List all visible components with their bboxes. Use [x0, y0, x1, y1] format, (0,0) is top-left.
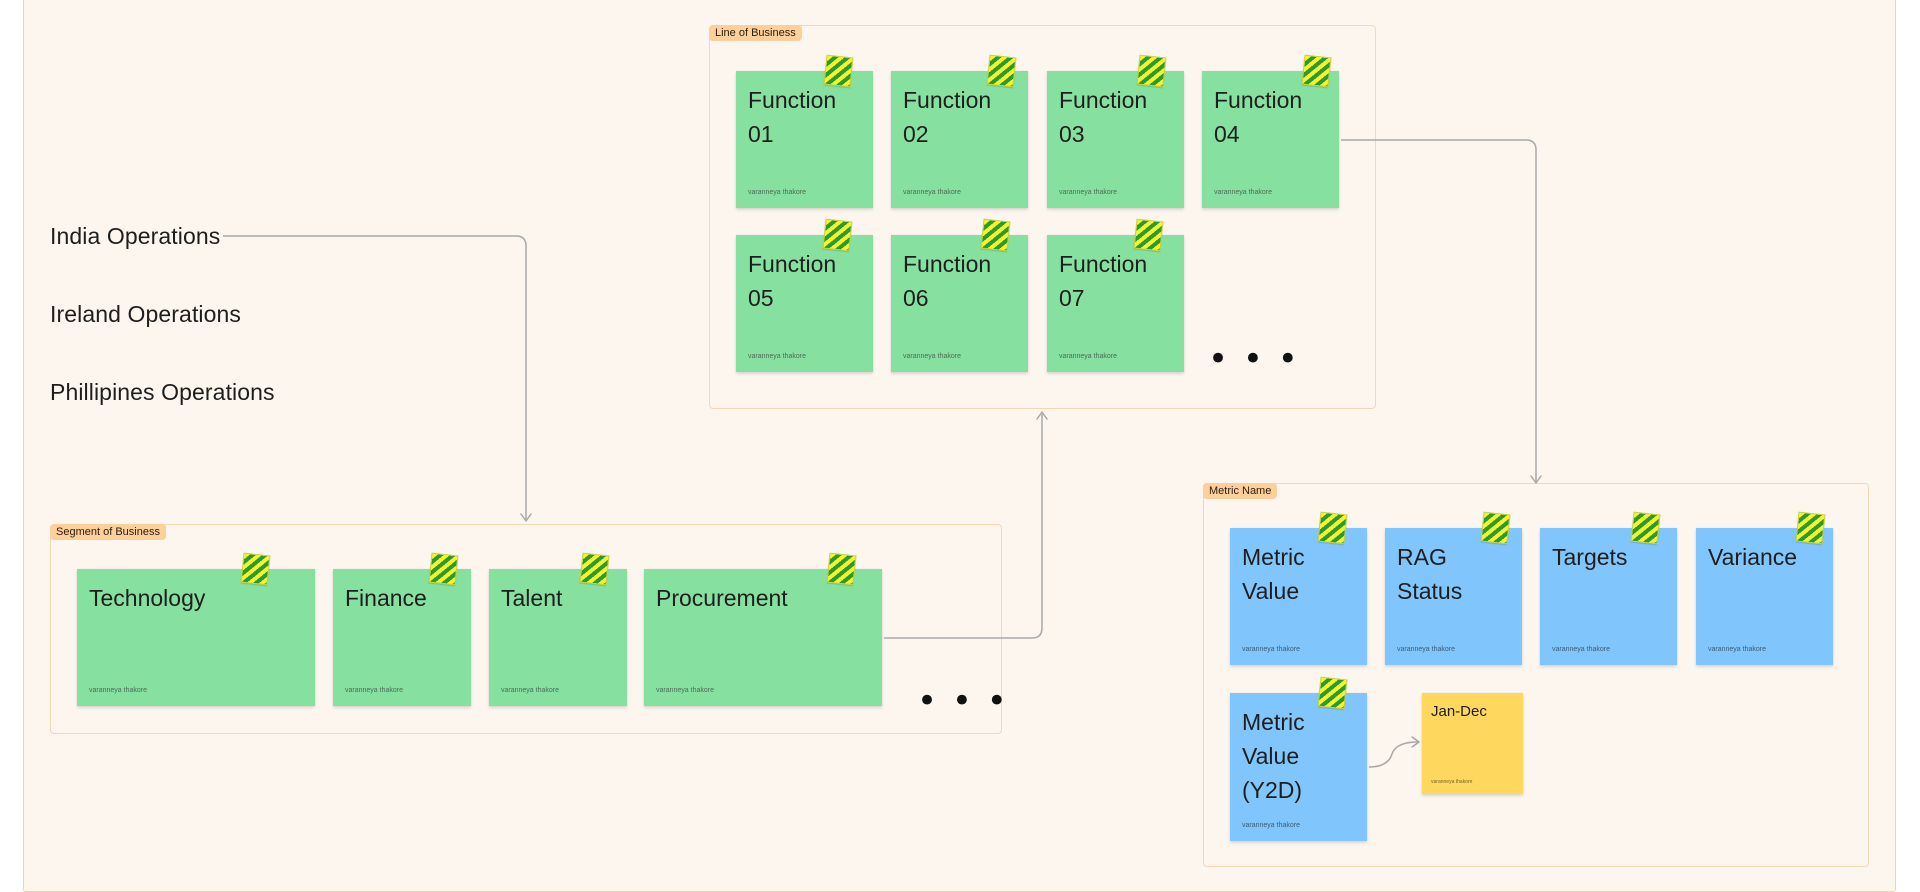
ops-label-phillipines[interactable]: Phillipines Operations: [50, 379, 275, 405]
more-items-ellipsis[interactable]: • • •: [1208, 339, 1300, 379]
sticky-note[interactable]: Function 07 varanneya thakore: [1047, 218, 1184, 372]
sticky-author: varanneya thakore: [1059, 353, 1117, 360]
sticky-title: Variance: [1708, 544, 1798, 570]
sticky-author: varanneya thakore: [1214, 189, 1272, 196]
sticky-note[interactable]: Function 05 varanneya thakore: [736, 218, 873, 372]
sticky-author: varanneya thakore: [1552, 646, 1610, 653]
sticky-title: Metric Value: [1242, 544, 1305, 604]
sticky-note[interactable]: Talent varanneya thakore: [489, 552, 627, 706]
sticky-author: varanneya thakore: [1708, 646, 1766, 653]
ops-label-india[interactable]: India Operations: [50, 223, 221, 249]
sticky-title: Function 06: [903, 251, 992, 311]
sticky-author: varanneya thakore: [89, 687, 147, 694]
sticky-title: Function 03: [1059, 87, 1148, 147]
sticky-note[interactable]: Function 06 varanneya thakore: [891, 218, 1028, 372]
sticky-title: Targets: [1552, 544, 1628, 570]
sticky-note[interactable]: Metric Value varanneya thakore: [1230, 511, 1367, 665]
sticky-author: varanneya thakore: [1059, 189, 1117, 196]
sticky-note[interactable]: Finance varanneya thakore: [333, 552, 471, 706]
sticky-note[interactable]: Targets varanneya thakore: [1540, 511, 1677, 665]
section-tag: Segment of Business: [50, 524, 166, 540]
sticky-title: Function 05: [748, 251, 837, 311]
sticky-note[interactable]: Technology varanneya thakore: [77, 552, 315, 706]
sticky-author: varanneya thakore: [1431, 779, 1473, 785]
sticky-note[interactable]: Function 03 varanneya thakore: [1047, 54, 1184, 208]
section-tag: Line of Business: [709, 25, 802, 41]
sticky-title: Function 01: [748, 87, 837, 147]
sticky-author: varanneya thakore: [903, 189, 961, 196]
sticky-author: varanneya thakore: [501, 687, 559, 694]
sticky-author: varanneya thakore: [1397, 646, 1455, 653]
sticky-note[interactable]: RAG Status varanneya thakore: [1385, 511, 1522, 665]
sticky-note-small[interactable]: Jan-Dec varanneya thakore: [1422, 693, 1523, 794]
sticky-author: varanneya thakore: [903, 353, 961, 360]
sticky-author: varanneya thakore: [748, 353, 806, 360]
sticky-title: Procurement: [656, 585, 788, 611]
sticky-title: Jan-Dec: [1431, 703, 1487, 720]
sticky-title: Talent: [501, 585, 563, 611]
ops-label-ireland[interactable]: Ireland Operations: [50, 301, 242, 327]
section-tag: Metric Name: [1203, 483, 1278, 499]
sticky-title: RAG Status: [1397, 544, 1463, 604]
sticky-author: varanneya thakore: [748, 189, 806, 196]
sticky-title: Function 07: [1059, 251, 1148, 311]
sticky-note[interactable]: Procurement varanneya thakore: [644, 552, 882, 706]
sticky-title: Function 02: [903, 87, 992, 147]
sticky-author: varanneya thakore: [345, 687, 403, 694]
sticky-title: Function 04: [1214, 87, 1303, 147]
sticky-note[interactable]: Function 04 varanneya thakore: [1202, 54, 1339, 208]
more-items-ellipsis[interactable]: • • •: [917, 681, 1009, 721]
sticky-title: Technology: [89, 585, 206, 611]
sticky-author: varanneya thakore: [1242, 646, 1300, 653]
sticky-note[interactable]: Metric Value (Y2D) varanneya thakore: [1230, 676, 1367, 841]
sticky-author: varanneya thakore: [1242, 822, 1300, 829]
sticky-author: varanneya thakore: [656, 687, 714, 694]
sticky-title: Finance: [345, 585, 427, 611]
sticky-note[interactable]: Function 02 varanneya thakore: [891, 54, 1028, 208]
sticky-note[interactable]: Variance varanneya thakore: [1696, 511, 1833, 665]
sticky-title: Metric Value (Y2D): [1242, 709, 1305, 803]
sticky-note[interactable]: Function 01 varanneya thakore: [736, 54, 873, 208]
